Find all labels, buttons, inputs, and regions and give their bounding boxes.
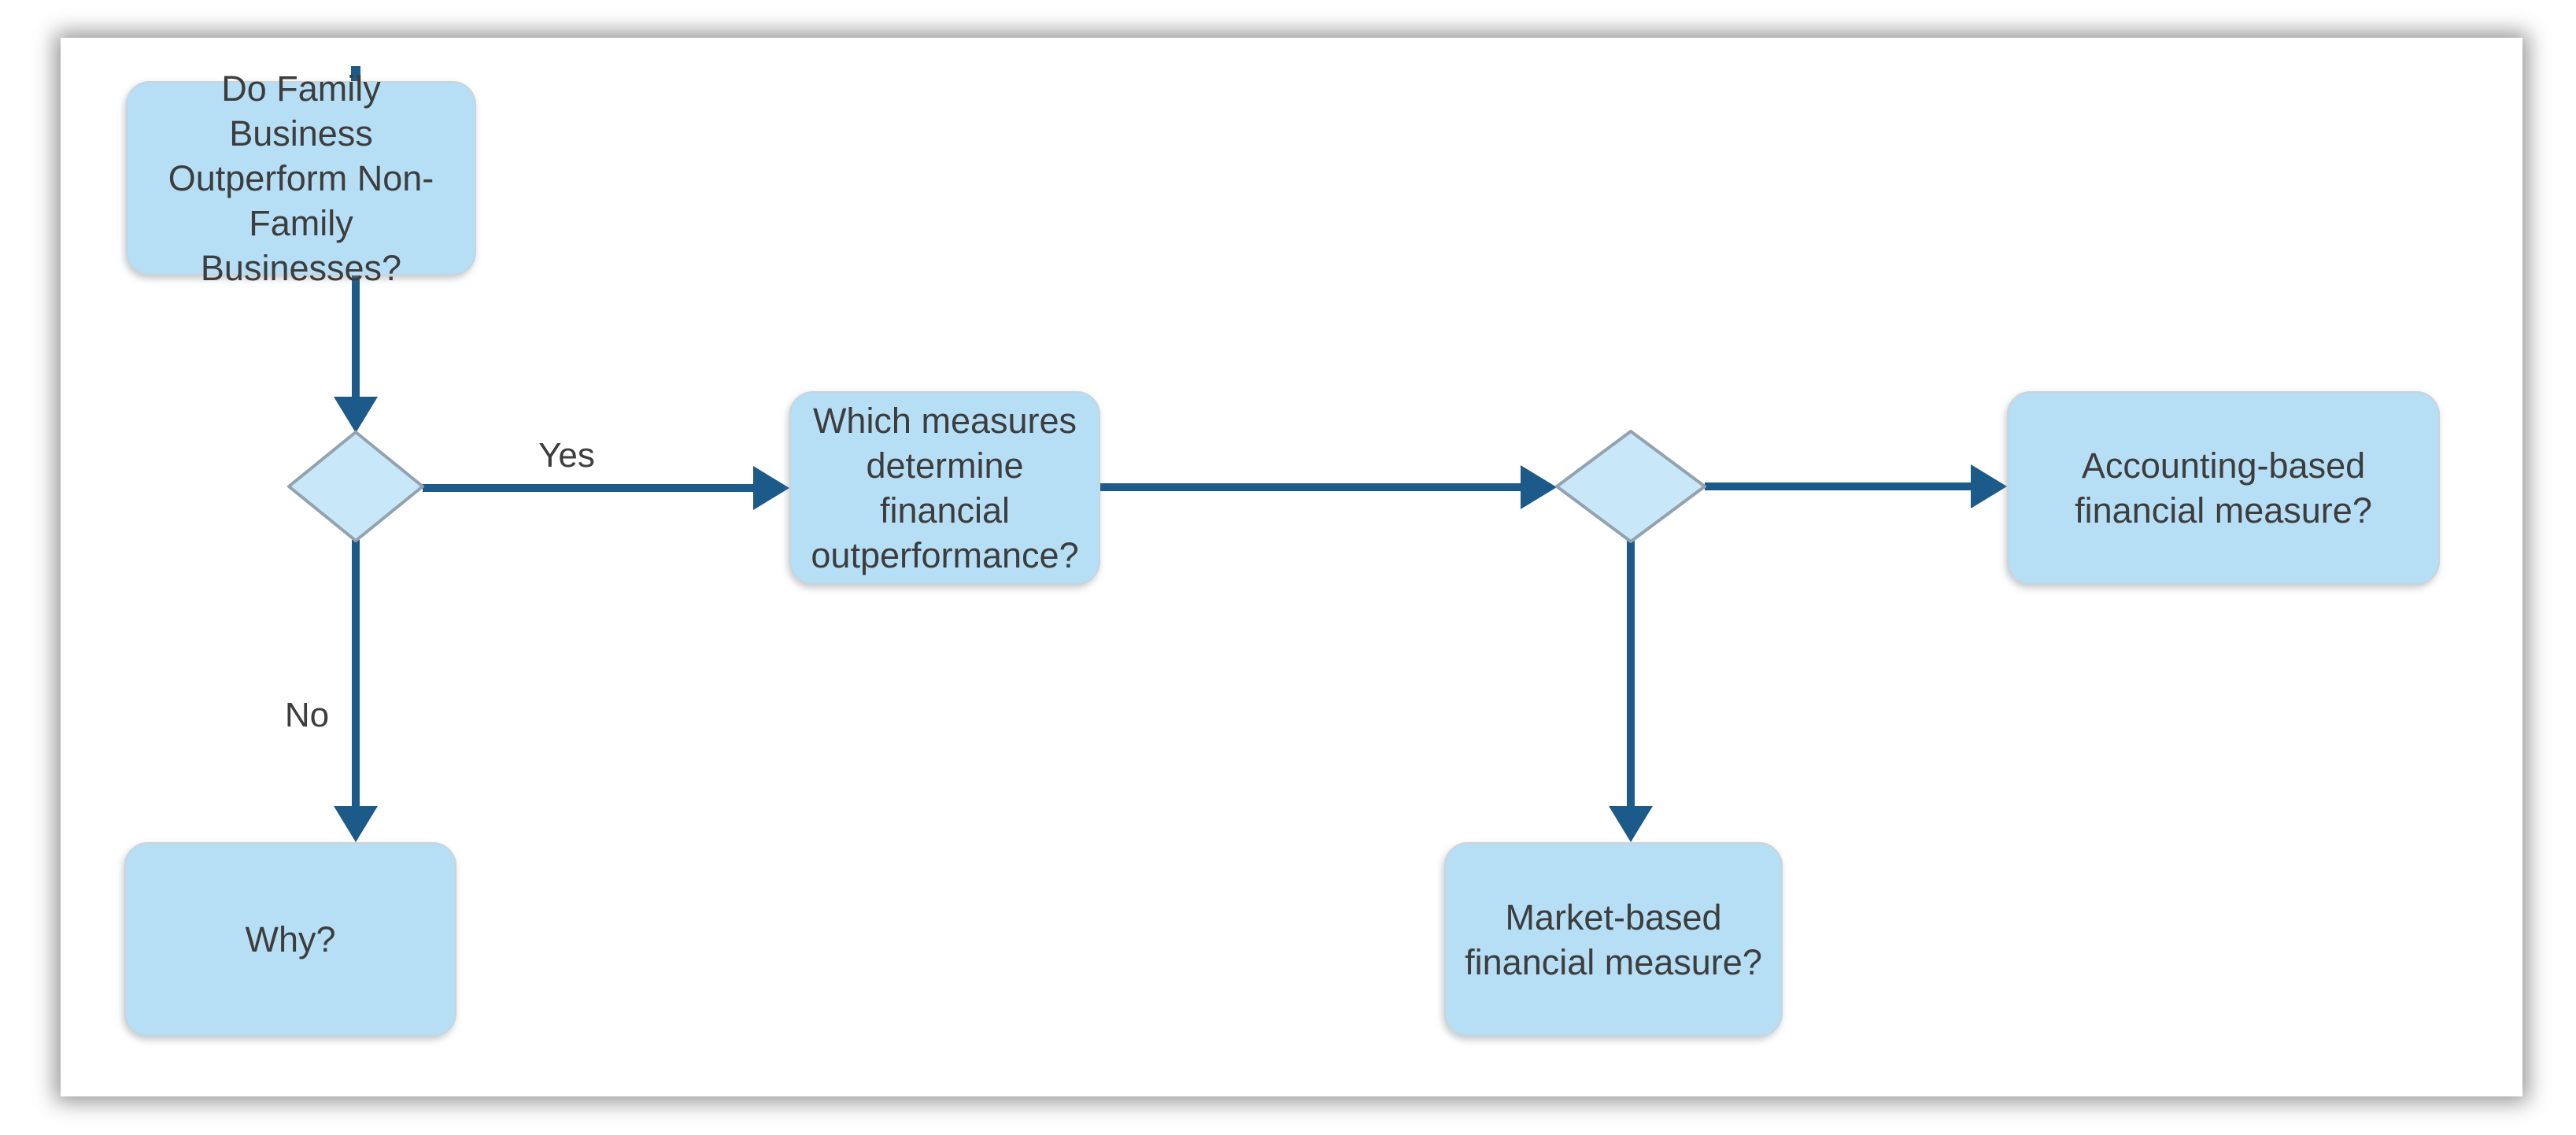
arrow-measures-decision2-head (1521, 465, 1557, 509)
decision-diamond-1 (287, 431, 424, 542)
arrow-measures-decision2-shaft (1100, 483, 1523, 491)
node-accounting-box: Accounting-based financial measure? (2007, 391, 2440, 585)
node-market-box: Market-based financial measure? (1444, 842, 1783, 1037)
node-start-box: Do Family Business Outperform Non-Family… (126, 68, 476, 288)
arrow-decision2-accounting-shaft (1705, 482, 1972, 490)
connector-stub (351, 66, 360, 83)
arrow-decision1-why-shaft (352, 540, 360, 808)
arrow-decision1-measures-shaft (423, 484, 756, 492)
decision-diamond-2 (1555, 430, 1706, 543)
node-why-box: Why? (124, 842, 456, 1037)
arrow-decision2-market-shaft (1627, 541, 1635, 807)
arrow-decision2-market-head (1609, 806, 1653, 842)
arrow-decision2-accounting-head (1971, 464, 2007, 508)
arrow-start-decision1-head (334, 397, 378, 433)
edge-label-no: No (284, 696, 330, 734)
node-which-measures-box: Which measures determine financial outpe… (789, 391, 1100, 585)
edge-label-yes: Yes (538, 436, 595, 475)
arrow-decision1-why-head (334, 806, 378, 842)
arrow-start-decision1-shaft (352, 275, 360, 401)
arrow-decision1-measures-head (753, 466, 789, 510)
